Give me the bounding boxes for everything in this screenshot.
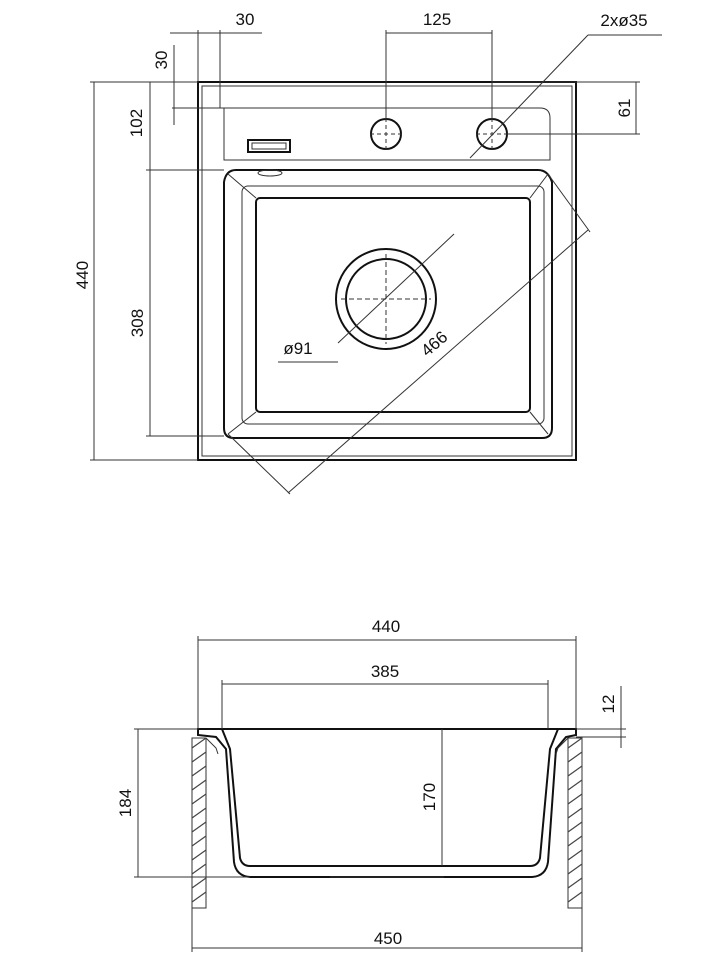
- overflow-slot-inner: [251, 142, 287, 150]
- dim-faucet-offset: 30: [170, 10, 262, 108]
- top-view: 30 125 2xø35 30 102: [73, 10, 662, 495]
- bowl-bottom-inner: [241, 185, 545, 425]
- sink-inner-rim: [201, 85, 573, 457]
- dim-hole-spacing-label: 125: [423, 10, 451, 29]
- dim-holes: 2xø35: [469, 11, 662, 159]
- dim-overall-height-label: 184: [116, 789, 135, 817]
- dim-bowl-depth-label: 308: [128, 309, 147, 337]
- dim-drain-label: ø91: [283, 339, 312, 358]
- dim-rim-height-label: 12: [599, 695, 618, 714]
- dim-cutout-width-label: 450: [374, 929, 402, 948]
- dim-diagonal: 466: [227, 173, 591, 495]
- dim-hole-depth-label: 61: [615, 99, 634, 118]
- chamfer-bl: [227, 411, 257, 435]
- dim-hole-depth: 61: [492, 81, 640, 135]
- dim-bowl-depth: 308: [128, 170, 224, 437]
- dim-overall-width-label: 440: [372, 617, 400, 636]
- bowl-bottom: [255, 197, 531, 413]
- overflow-slot: [247, 139, 291, 153]
- drain: [335, 233, 455, 350]
- dim-cutout-width: 450: [191, 908, 583, 952]
- faucet-hole-left: [370, 118, 402, 150]
- dim-drain: ø91: [278, 339, 338, 363]
- dim-deck-depth: 102: [127, 81, 224, 171]
- faucet-hole-right: [476, 118, 508, 150]
- dim-bowl-width: 385: [221, 662, 549, 729]
- dim-bowl-width-label: 385: [371, 662, 399, 681]
- dim-faucet-offset-label: 30: [236, 10, 255, 29]
- section-view: 440 385 12 184 170: [116, 617, 626, 952]
- dim-hole-spacing: 125: [385, 10, 493, 118]
- overflow-hole: [257, 169, 283, 177]
- worktop-left: [191, 737, 207, 909]
- dim-overall-height: 184: [116, 728, 250, 878]
- dim-bowl-height: 170: [420, 729, 443, 866]
- dim-rim-height: 12: [576, 686, 626, 748]
- chamfer-tl: [227, 173, 257, 199]
- rim-lip-left: [205, 737, 219, 755]
- chamfer-br: [529, 411, 549, 435]
- dim-top-margin-label: 30: [152, 51, 171, 70]
- sink-profile-inner: [221, 728, 559, 867]
- dim-deck-depth-label: 102: [127, 109, 146, 137]
- bowl-outer: [223, 169, 553, 439]
- deck-area: [223, 107, 551, 161]
- dim-overall-depth-label: 440: [73, 261, 92, 289]
- worktop-right: [567, 737, 583, 909]
- dim-top-margin: 30: [152, 45, 224, 125]
- rim-lip-right: [555, 737, 569, 755]
- dim-overall-depth: 440: [73, 81, 198, 461]
- chamfer-tr: [529, 173, 549, 199]
- sink-profile-outer: [197, 728, 577, 878]
- dim-holes-label: 2xø35: [600, 11, 647, 30]
- sink-outer-rim: [197, 81, 577, 461]
- dim-overall-width: 440: [197, 617, 577, 729]
- dim-bowl-height-label: 170: [420, 783, 439, 811]
